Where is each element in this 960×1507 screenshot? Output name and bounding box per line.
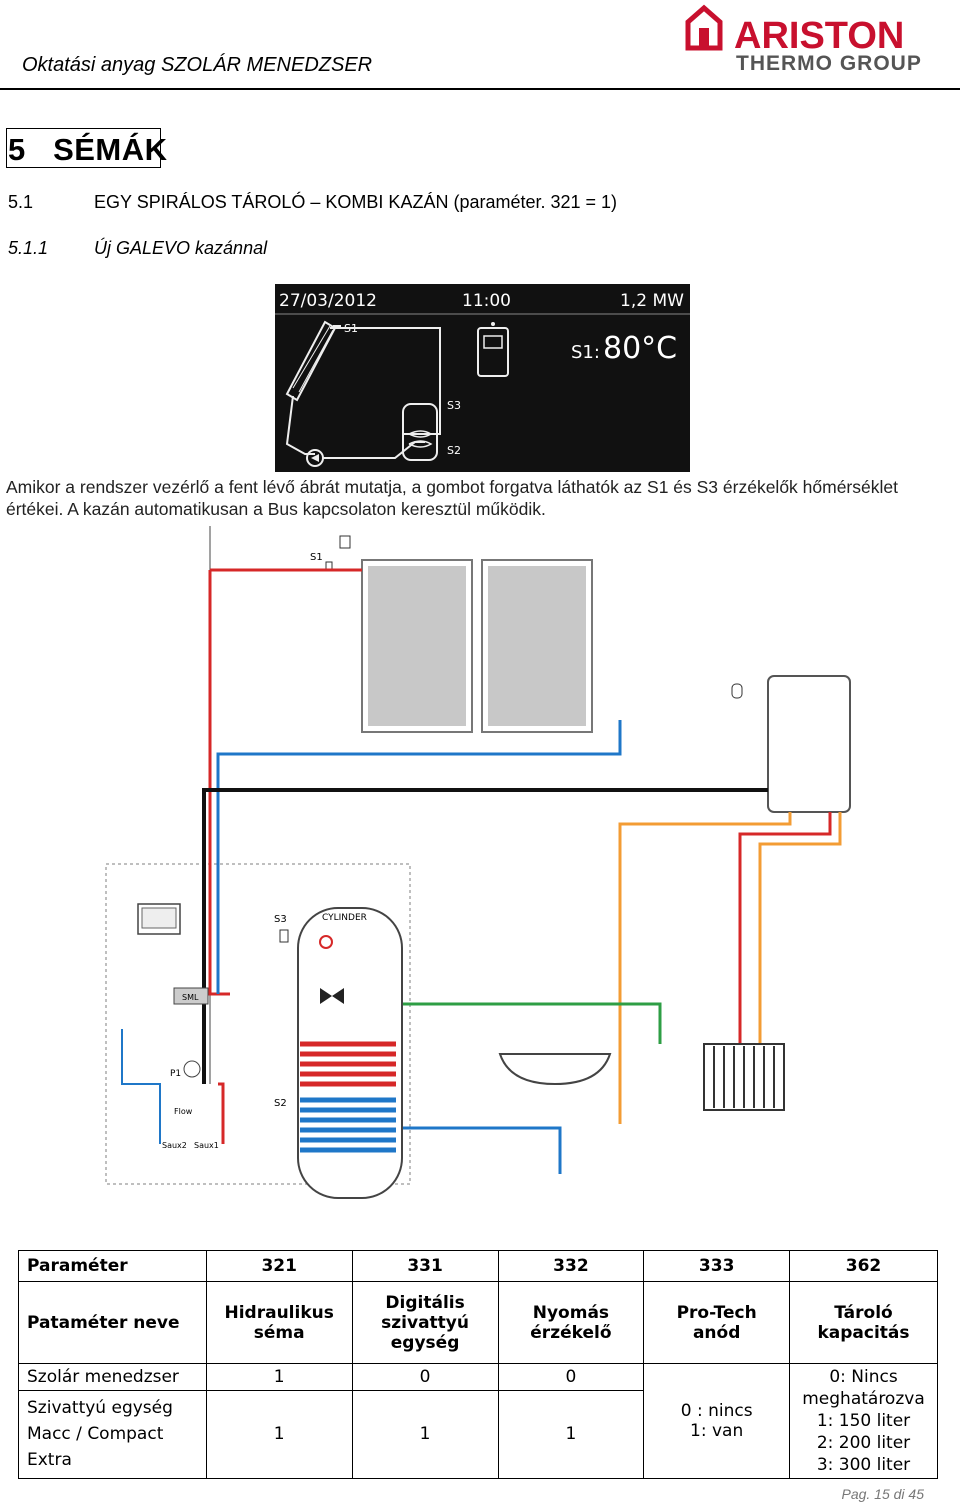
table-cell: Pro-Tech anód: [643, 1281, 790, 1364]
solar-group-boundary: [105, 863, 411, 1185]
table-cell: 0: [497, 1363, 645, 1391]
table-header-cell: 321: [205, 1250, 353, 1282]
diagram-s2-label: S2: [274, 1098, 287, 1109]
display-reading-label: S1:: [571, 342, 600, 363]
logo-text-top: ARISTON: [734, 15, 904, 57]
subsection-number: 5.1: [8, 192, 34, 212]
table-cell-line: Szivattyú egység: [27, 1398, 173, 1419]
table-cell-line: 3: 300 liter: [816, 1455, 911, 1475]
table-cell: Nyomás érzékelő: [497, 1281, 645, 1364]
table-cell: 1: [205, 1389, 353, 1480]
boiler-unit: [731, 675, 851, 813]
display-time: 11:00: [462, 291, 511, 311]
parameter-table: Paraméter 321 331 332 333 362 Pataméter …: [18, 1250, 938, 1480]
table-cell: 0 : nincs 1: van: [643, 1363, 790, 1479]
pump-p1: [183, 1060, 201, 1078]
table-header-cell: 332: [497, 1250, 645, 1282]
logo-text-bottom: THERMO GROUP: [736, 52, 922, 74]
radiator-icon: [703, 1043, 785, 1111]
controller-display: 27/03/2012 11:00 1,2 MW S1 S3 S2 S1: 80°…: [275, 284, 690, 472]
table-cell-line: 1: 150 liter: [816, 1411, 911, 1431]
saux2-label: Saux2: [162, 1141, 187, 1150]
table-cell: 1: [497, 1389, 645, 1480]
table-cell: Digitális szivattyú egység: [351, 1281, 499, 1364]
boiler-icon: [477, 322, 509, 377]
subsubsection-text: Új GALEVO kazánnal: [94, 238, 268, 258]
table-cell: Tároló kapacitás: [789, 1281, 938, 1364]
table-cell-line: 1: van: [690, 1421, 744, 1441]
page-footer: Pag. 15 di 45: [841, 1486, 924, 1502]
table-cell: Hidraulikus séma: [205, 1281, 353, 1364]
table-cell-line: Extra: [27, 1450, 72, 1471]
sink-icon: [498, 1053, 612, 1086]
table-row: Szivattyú egység Macc / Compact Extra 1 …: [18, 1389, 938, 1480]
diagram-s1-label: S1: [310, 552, 323, 563]
table-cell: 1: [351, 1389, 499, 1480]
table-cell: Szivattyú egység Macc / Compact Extra: [18, 1389, 207, 1480]
ariston-logo: ARISTON THERMO GROUP: [685, 4, 922, 74]
table-header-cell: 333: [643, 1250, 790, 1282]
storage-cylinder: [297, 907, 403, 1199]
header-title: Oktatási anyag SZOLÁR MENEDZSER: [22, 54, 373, 76]
header-rule: [0, 88, 960, 90]
table-cell: 0: [351, 1363, 499, 1391]
table-cell: Pataméter neve: [18, 1281, 207, 1364]
diagram-s3-label: S3: [274, 914, 287, 925]
table-header-row: Paraméter 321 331 332 333 362: [18, 1250, 938, 1282]
table-header-cell: 331: [351, 1250, 499, 1282]
display-date: 27/03/2012: [279, 291, 377, 311]
display-reading-value: 80°C: [603, 331, 677, 366]
table-cell-line: 0 : nincs: [680, 1401, 753, 1421]
p1-label: P1: [170, 1069, 181, 1079]
tank-icon: [402, 403, 438, 461]
table-cell-line: 2: 200 liter: [816, 1433, 911, 1453]
description-paragraph: Amikor a rendszer vezérlő a fent lévő áb…: [6, 477, 898, 519]
table-header-cell: 362: [789, 1250, 938, 1282]
table-row: Szolár menedzser 1 0 0 0 : nincs 1: van …: [18, 1363, 938, 1479]
table-header-cell: Paraméter: [18, 1250, 207, 1282]
flow-label: Flow: [174, 1107, 193, 1116]
table-row: Pataméter neve Hidraulikus séma Digitáli…: [18, 1281, 938, 1364]
saux1-label: Saux1: [194, 1141, 219, 1150]
table-cell: 1: [205, 1363, 353, 1391]
sml-module: [173, 987, 209, 1005]
solar-collector-panels: [361, 559, 593, 733]
section-title: 5 SÉMÁK: [8, 132, 168, 167]
display-s3-label: S3: [447, 399, 461, 412]
sml-label: SML: [182, 993, 199, 1002]
display-power: 1,2 MW: [620, 291, 684, 311]
table-cell-line: Macc / Compact: [27, 1424, 164, 1445]
subsubsection-number: 5.1.1: [8, 238, 49, 258]
table-cell: 0: Nincs meghatározva 1: 150 liter 2: 20…: [789, 1363, 938, 1479]
display-s2-label: S2: [447, 444, 461, 457]
cylinder-label: CYLINDER: [322, 913, 367, 923]
table-cell-line: 0: Nincs meghatározva: [802, 1367, 925, 1409]
subsection-text: EGY SPIRÁLOS TÁROLÓ – KOMBI KAZÁN (param…: [94, 192, 618, 212]
hydraulic-diagram: S1 CYLINDER S3 S2 SML P1 Flow Saux2 Saux…: [105, 526, 851, 1199]
table-cell: Szolár menedzser: [18, 1363, 207, 1391]
section-title-box: [6, 128, 161, 168]
